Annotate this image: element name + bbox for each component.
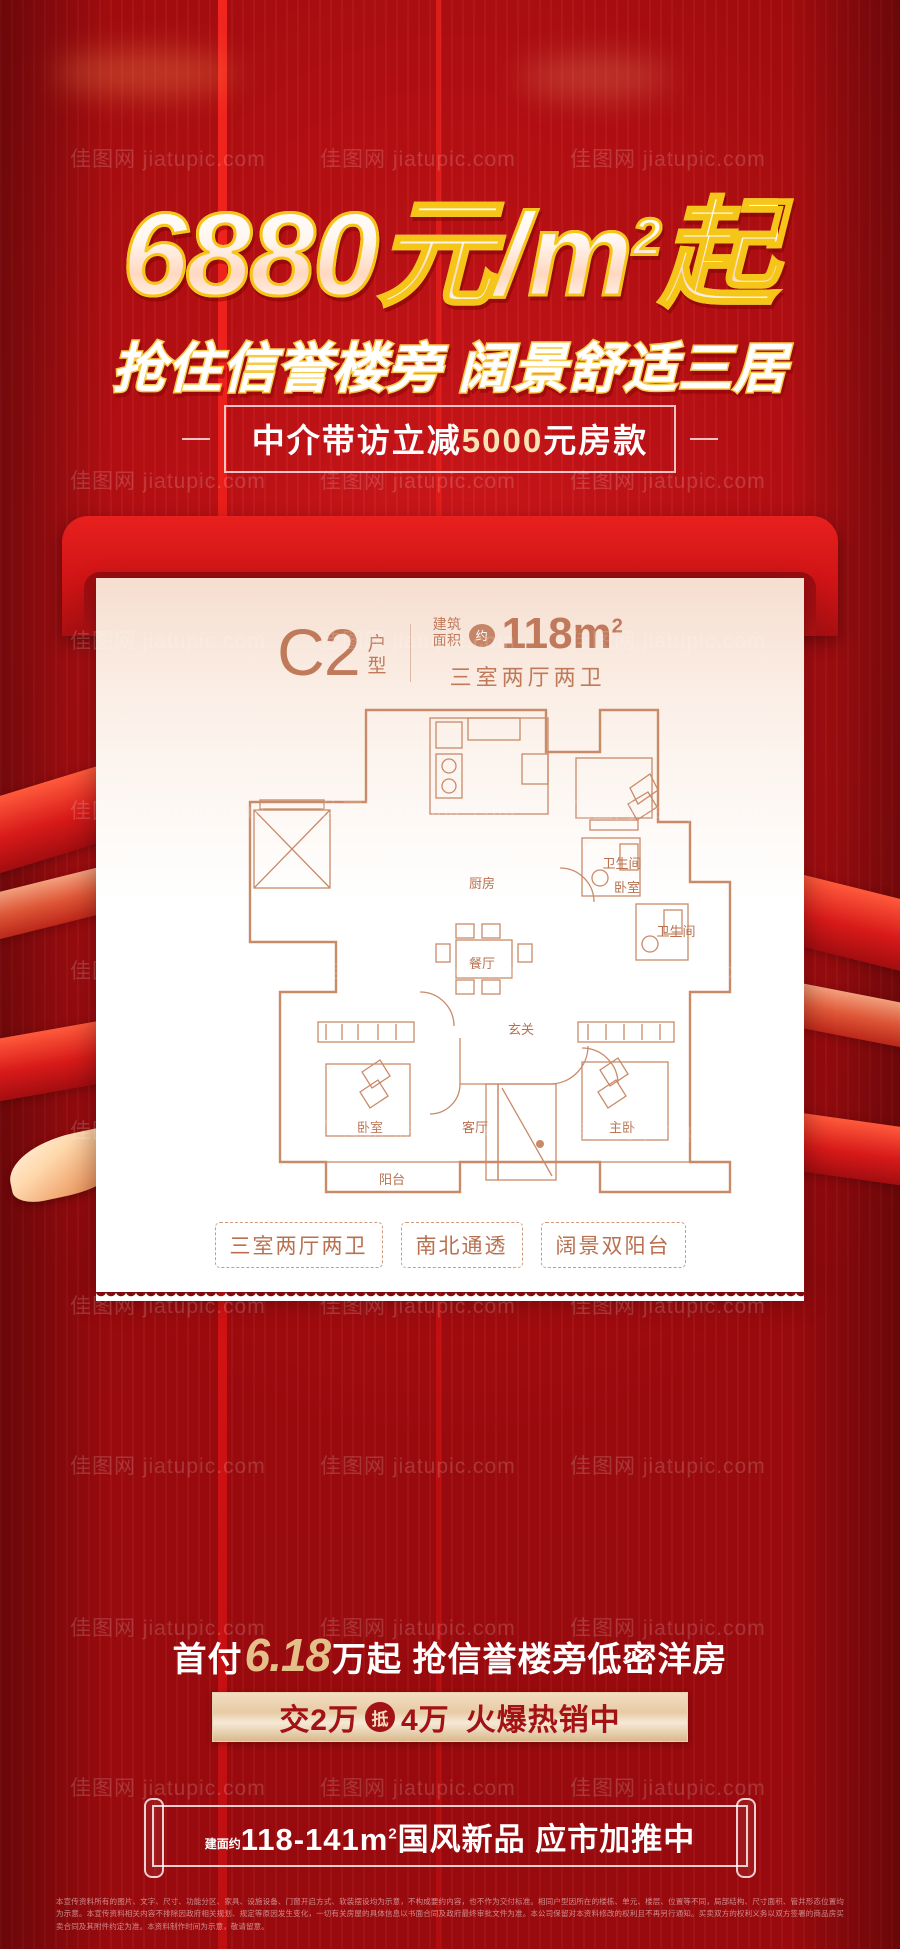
scroll-area: 118-141m (240, 1821, 389, 1857)
plan-header: C2 户 型 建筑 面积 约 118m2 三室两厅两卫 (96, 578, 804, 692)
plan-feature-tags: 三室两厅两卫 南北通透 阔景双阳台 (96, 1222, 804, 1268)
discount-dash-left (181, 438, 210, 440)
price-suffix: 起 (658, 189, 779, 321)
new-product-text: 建面约118-141m2国风新品 应市加推中 (205, 1814, 696, 1859)
room-label-bedroom-top: 卧室 (614, 880, 640, 895)
discount-dash-right (690, 438, 719, 440)
discount-prefix: 中介带访立减 (251, 422, 462, 459)
downpayment-tail: 抢信誉楼旁低密洋房 (412, 1641, 728, 1679)
plan-layout-text: 三室两厅两卫 (449, 664, 606, 690)
price-unit-superscript: 2 (631, 208, 663, 267)
scroll-main-text: 国风新品 应市加推中 (397, 1821, 696, 1857)
plan-code-label: 户 型 (368, 634, 388, 678)
gold-bar-mid-text: 4万 (401, 1704, 450, 1737)
room-label-dining: 餐厅 (469, 956, 495, 971)
background-glow-left (55, 50, 235, 96)
feature-tag: 南北通透 (400, 1222, 523, 1268)
room-label-entry: 玄关 (508, 1022, 534, 1037)
plan-area-label-line2: 面积 (432, 632, 462, 649)
discount-suffix: 元房款 (543, 422, 649, 459)
headline-block: 6880元/m2起 抢住信誉楼旁 阔景舒适三居 (0, 195, 900, 403)
scroll-prefix: 建面约 (204, 1836, 241, 1851)
floor-plan-svg: 厨房 餐厅 卧室 卫生间 卫生间 玄关 客厅 卧室 主卧 阳台 (248, 708, 732, 1193)
room-label-bath-1: 卫生间 (602, 856, 641, 871)
plan-approx-badge: 约 (468, 623, 495, 647)
downpayment-amount: 6.18 (244, 1629, 332, 1681)
plan-area-number: 118m (501, 609, 612, 658)
legal-disclaimer: 本宣传资料所有的图片、文字、尺寸、功能分区、家具、设施设备、门窗开启方式、软装摆… (56, 1897, 844, 1931)
price-headline: 6880元/m2起 (121, 195, 779, 316)
price-number: 6880 (121, 189, 381, 321)
headline-subtitle: 抢住信誉楼旁 阔景舒适三居 (110, 338, 788, 401)
feature-tag: 阔景双阳台 (540, 1222, 686, 1268)
room-label-master: 主卧 (609, 1120, 635, 1135)
gold-bar-circle-badge: 抵 (365, 1702, 395, 1732)
plan-code: C2 (277, 615, 360, 690)
hot-sale-gold-bar: 交2万 抵 4万 火爆热销中 (212, 1692, 688, 1742)
room-label-bedroom-left: 卧室 (357, 1120, 383, 1135)
downpayment-suffix: 万起 (332, 1641, 403, 1679)
discount-amount: 5000 (461, 422, 544, 459)
plan-code-label-line1: 户 (367, 633, 388, 655)
gold-bar-left-text: 交2万 (279, 1704, 359, 1737)
discount-strip: 中介带访立减5000元房款 (0, 405, 900, 473)
floor-plan-card: C2 户 型 建筑 面积 约 118m2 三室两厅两卫 (96, 578, 804, 1301)
plan-area-superscript: 2 (611, 615, 623, 638)
plan-header-divider (409, 623, 411, 682)
plan-area-row: 建筑 面积 约 118m2 (433, 612, 623, 656)
room-label-balcony: 阳台 (379, 1172, 405, 1187)
gold-bar-right-text: 火爆热销中 (465, 1704, 621, 1737)
plan-code-label-line2: 型 (367, 655, 388, 677)
room-label-kitchen: 厨房 (469, 876, 495, 891)
room-label-bath-2: 卫生间 (656, 924, 695, 939)
plan-area-label: 建筑 面积 (433, 616, 462, 654)
plan-area-block: 建筑 面积 约 118m2 三室两厅两卫 (433, 612, 623, 692)
floor-plan-drawing: 厨房 餐厅 卧室 卫生间 卫生间 玄关 客厅 卧室 主卧 阳台 (96, 692, 804, 1212)
floor-plan-room-labels: 厨房 餐厅 卧室 卫生间 卫生间 玄关 客厅 卧室 主卧 阳台 (357, 856, 696, 1187)
plan-area-label-line1: 建筑 (432, 615, 462, 632)
plan-area-value: 118m2 (502, 612, 623, 656)
background-glow-right (520, 55, 670, 99)
downpayment-line: 首付6.18万起 抢信誉楼旁低密洋房 (0, 1628, 900, 1682)
scroll-area-superscript: 2 (388, 1825, 398, 1843)
new-product-scroll-frame: 建面约118-141m2国风新品 应市加推中 (144, 1798, 756, 1878)
price-unit: 元/m (375, 189, 634, 321)
feature-tag: 三室两厅两卫 (214, 1222, 383, 1268)
discount-box: 中介带访立减5000元房款 (223, 405, 677, 473)
room-label-living: 客厅 (462, 1120, 488, 1135)
downpayment-prefix: 首付 (172, 1641, 243, 1679)
